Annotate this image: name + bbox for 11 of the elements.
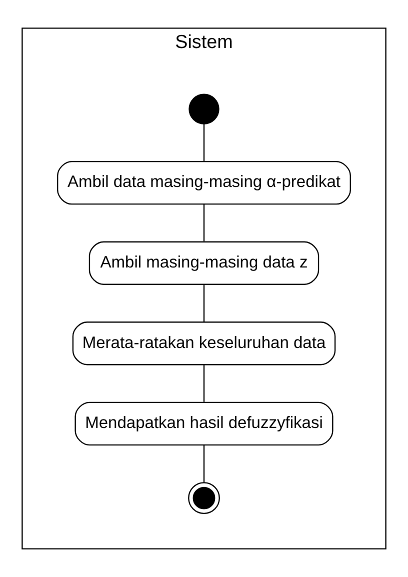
connector	[203, 204, 205, 242]
node-box: Mendapatkan hasil defuzzyfikasi	[74, 402, 334, 446]
node-box: Ambil masing-masing data z	[88, 241, 320, 285]
connector	[203, 284, 205, 322]
connector	[203, 445, 205, 482]
node-circle	[188, 482, 220, 514]
node-circle	[188, 94, 220, 124]
node-box: Ambil data masing-masing α-predikat	[57, 161, 351, 205]
connector	[203, 124, 205, 162]
node-box: Merata-ratakan keseluruhan data	[72, 322, 336, 366]
connector	[203, 365, 205, 402]
